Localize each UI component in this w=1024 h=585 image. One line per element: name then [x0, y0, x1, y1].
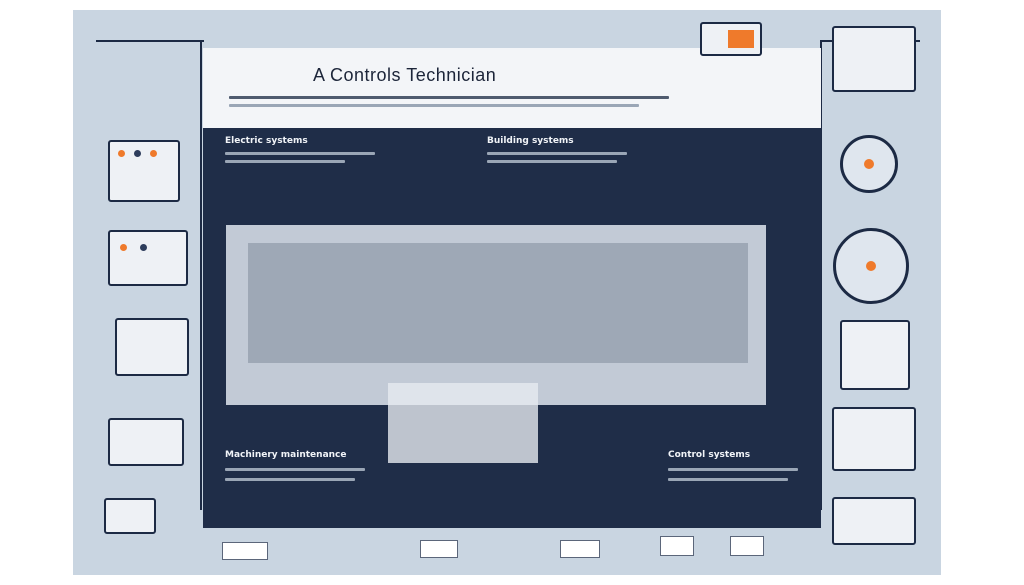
title-banner: A Controls Technician [203, 48, 821, 128]
control-panel-icon [108, 230, 188, 286]
control-panel-icon [108, 418, 184, 466]
monitor-icon [832, 26, 916, 92]
monitor-icon [104, 498, 156, 534]
gauge-icon [833, 228, 909, 304]
section-bottom-left: Machinery maintenance [225, 450, 347, 460]
control-panel-icon [832, 407, 916, 471]
page-title: A Controls Technician [313, 65, 497, 85]
section-top-left: Electric systems [225, 136, 308, 146]
truck-icon [700, 22, 762, 56]
monitor-icon [832, 497, 916, 545]
gauge-icon [840, 135, 898, 193]
factory-scene [208, 173, 788, 533]
control-panel-icon [840, 320, 910, 390]
section-bottom-right: Control systems [668, 450, 751, 460]
section-top-right: Building systems [487, 136, 574, 146]
control-panel-icon [108, 140, 180, 202]
monitor-icon [115, 318, 189, 376]
